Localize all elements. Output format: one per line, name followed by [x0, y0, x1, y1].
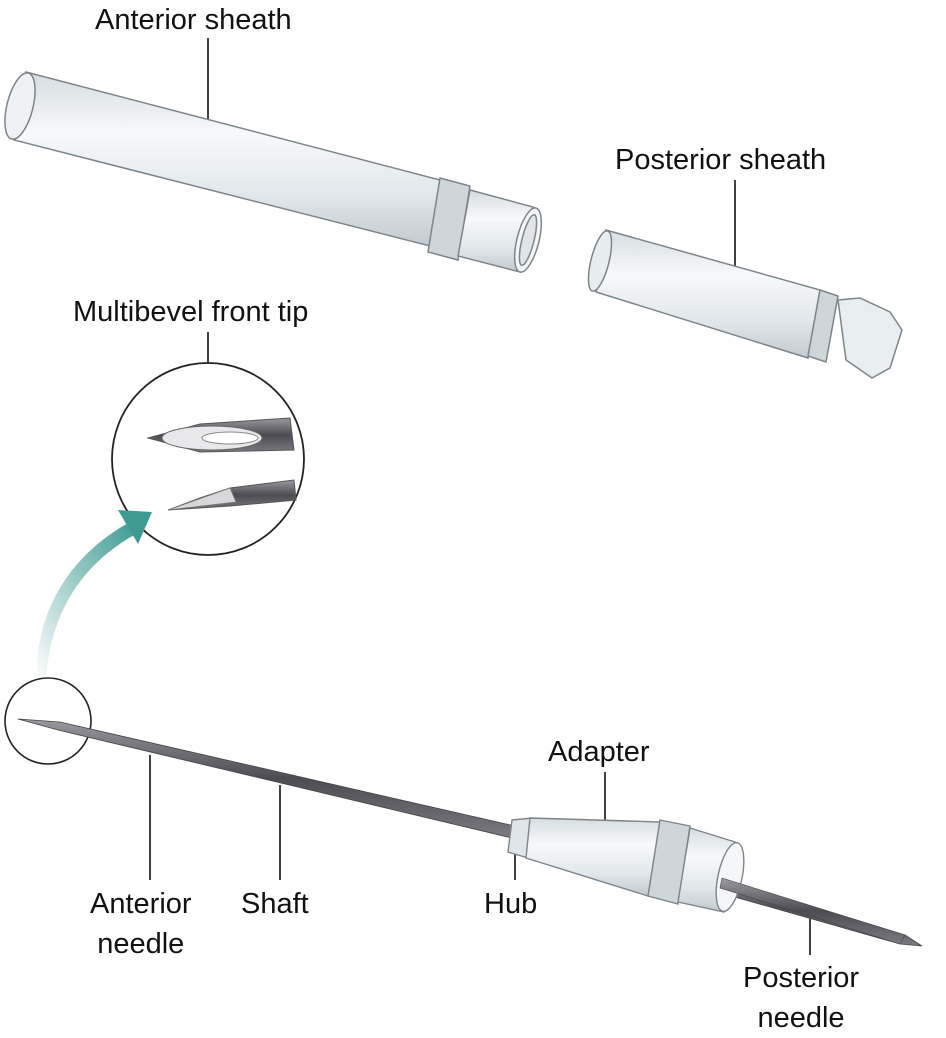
label-posterior-needle-line1: Posterior: [743, 962, 860, 994]
label-anterior-needle-line1: Anterior: [90, 888, 192, 920]
label-anterior-needle-line2: needle: [97, 928, 185, 960]
posterior-sheath: [587, 229, 903, 379]
label-anterior-needle: Anterior needle: [90, 884, 192, 964]
tip-magnifier: [111, 362, 305, 556]
label-hub: Hub: [484, 888, 538, 920]
label-posterior-needle: Posterior needle: [743, 958, 859, 1038]
magnify-arrow: [36, 510, 152, 680]
label-anterior-sheath: Anterior sheath: [95, 4, 292, 36]
label-adapter: Adapter: [548, 736, 650, 768]
needle: [17, 718, 923, 947]
tip-highlight-circle: [4, 677, 92, 765]
label-multibevel-front-tip: Multibevel front tip: [73, 296, 309, 328]
label-posterior-needle-line2: needle: [757, 1002, 845, 1034]
leader-lines: [149, 38, 811, 955]
label-shaft: Shaft: [241, 888, 309, 920]
label-posterior-sheath: Posterior sheath: [615, 144, 827, 176]
anterior-sheath: [4, 71, 543, 273]
